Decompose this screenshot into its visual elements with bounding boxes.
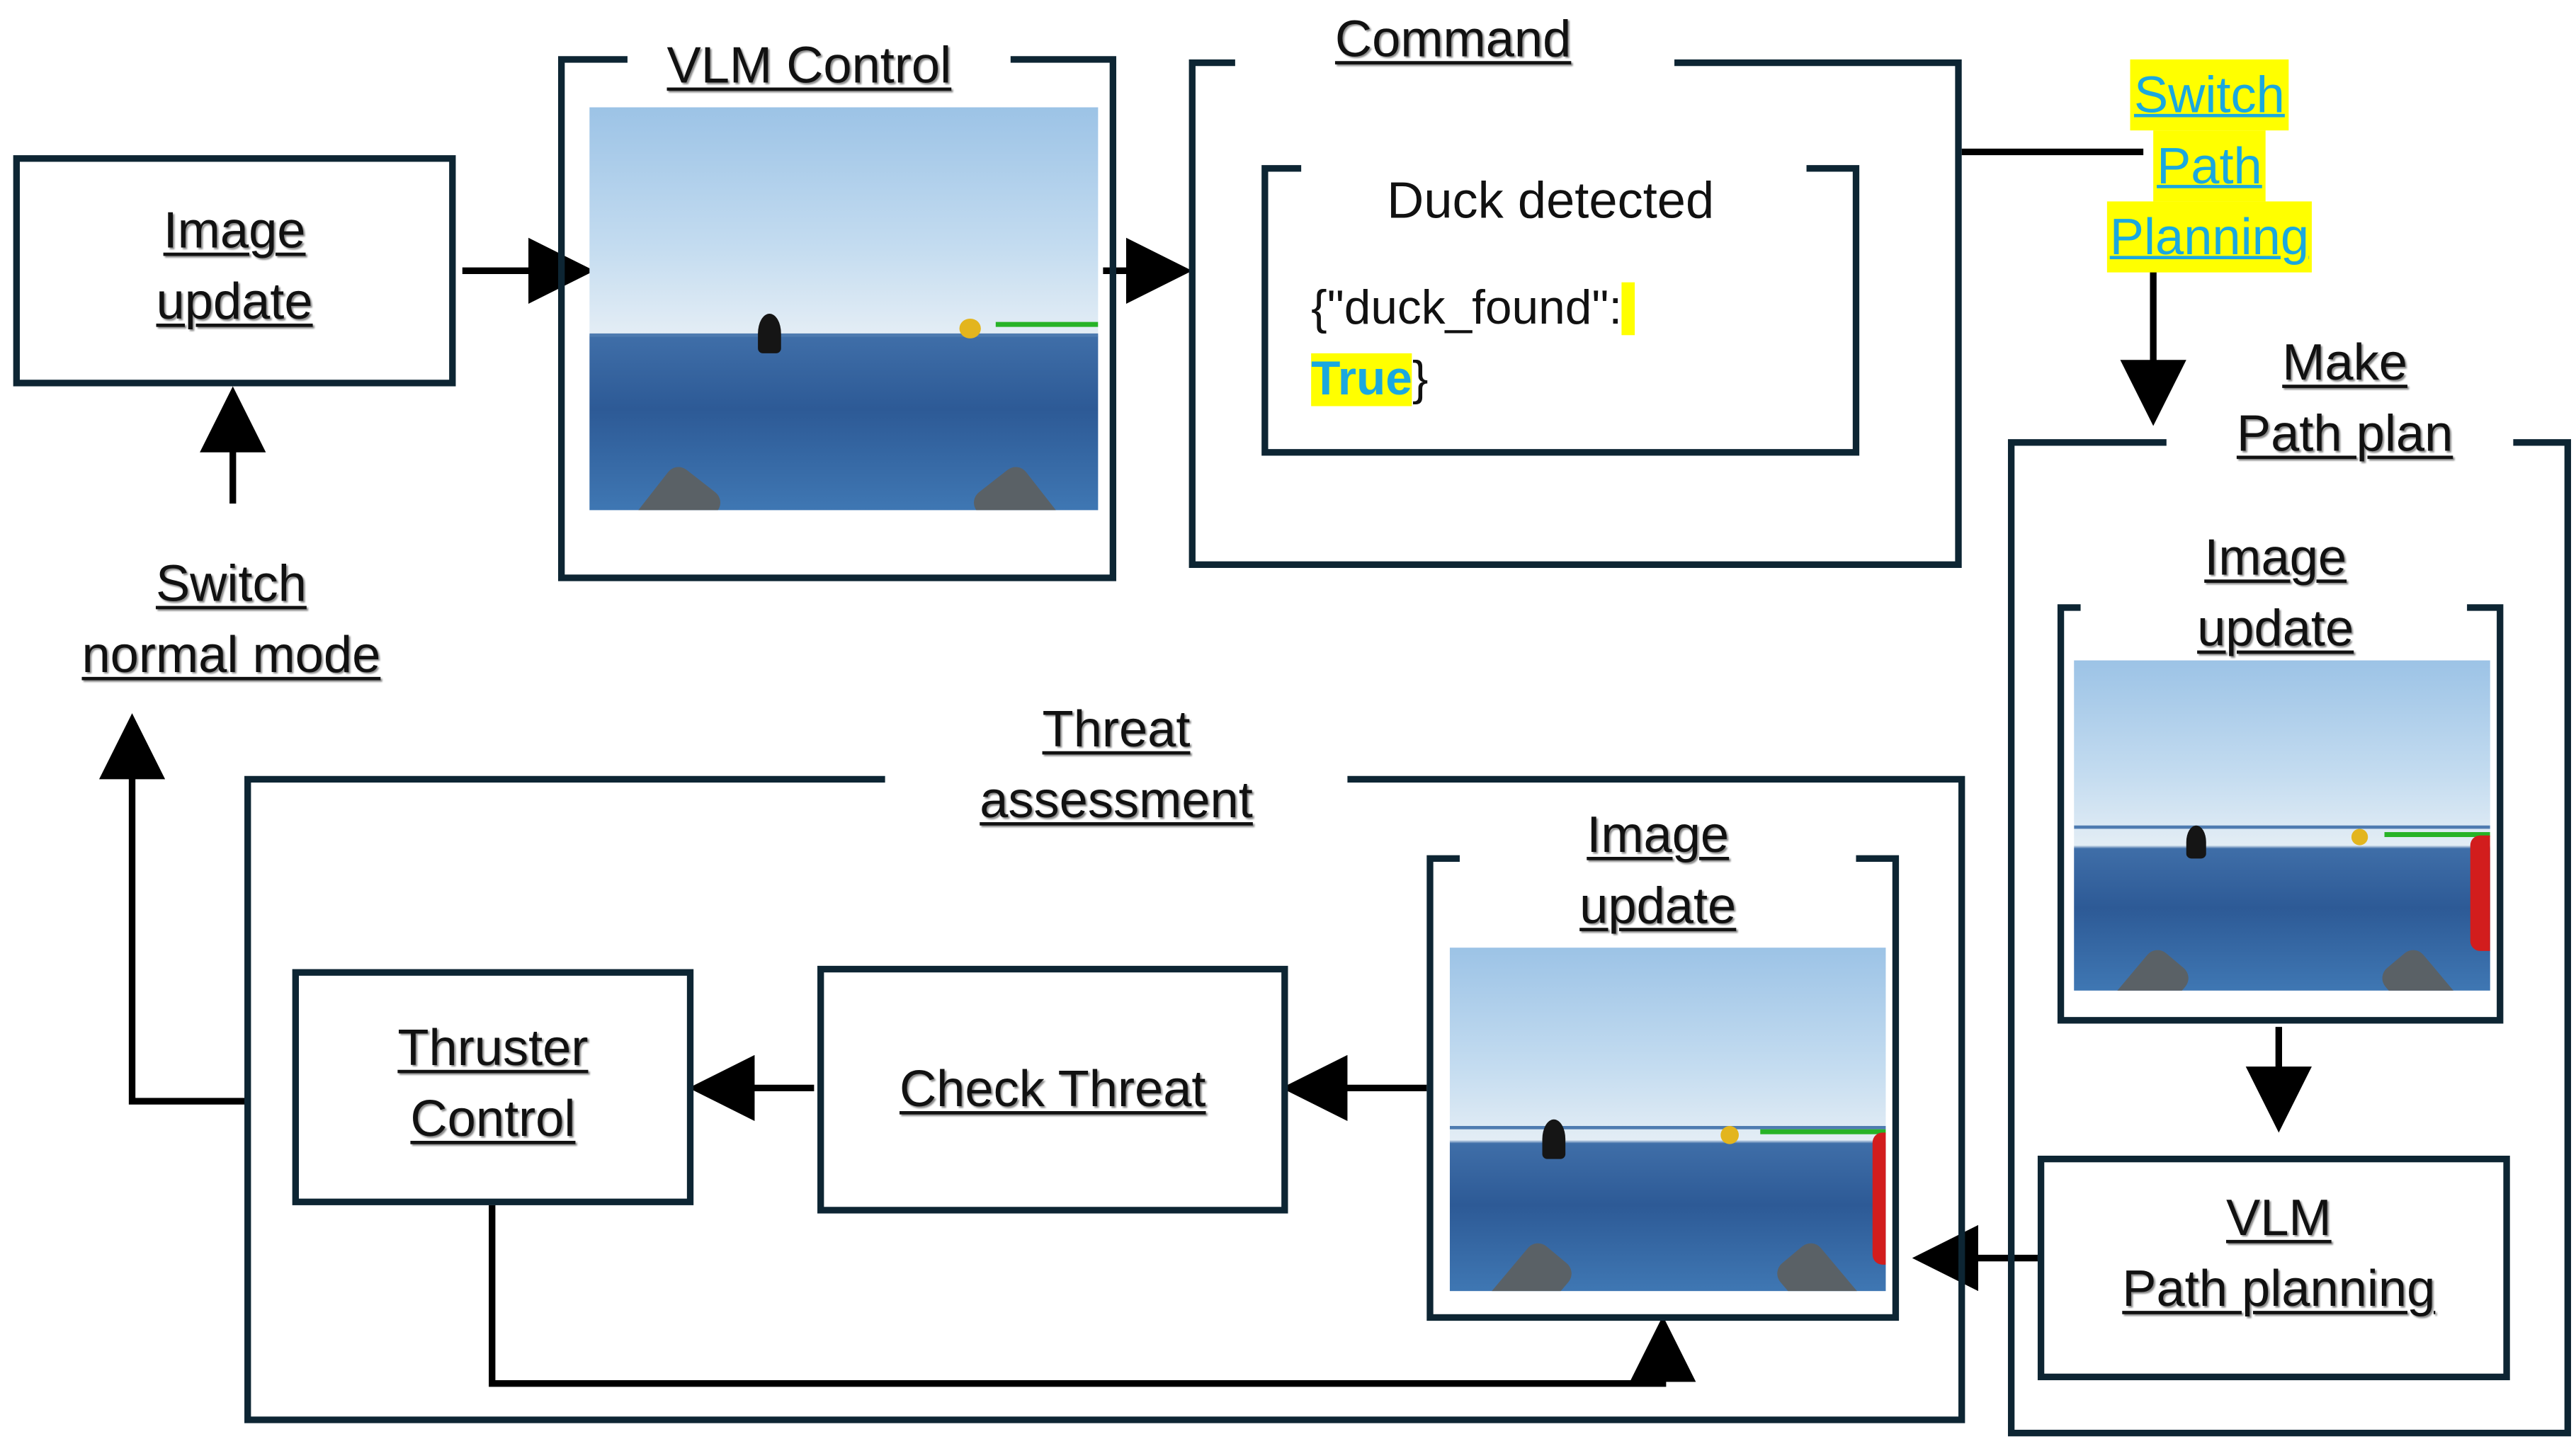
vlm-path-planning-box [2037, 1155, 2510, 1381]
thruster-control-box [292, 969, 694, 1205]
check-threat-label: Check Threat [899, 1059, 1206, 1118]
command-label: Command [1334, 9, 1572, 68]
arrow-thruster-to-image-bottom [489, 1205, 1696, 1387]
ocean-camera-image [589, 107, 1099, 511]
arrow-threat-to-switch-normal [98, 713, 248, 1105]
vlm-control-label: VLM Control [666, 36, 952, 94]
image-update-box [13, 155, 456, 387]
json-true-value: True [1311, 353, 1412, 406]
ocean-camera-image-right [2074, 660, 2490, 991]
duck-detected-label: Duck detected [1387, 171, 1715, 230]
ocean-camera-image-bottom [1449, 948, 1886, 1292]
json-output: {"duck_found": True} [1311, 274, 1635, 416]
check-threat-box [817, 965, 1288, 1214]
switch-path-planning-label: Switch Path Planning [2077, 59, 2342, 273]
